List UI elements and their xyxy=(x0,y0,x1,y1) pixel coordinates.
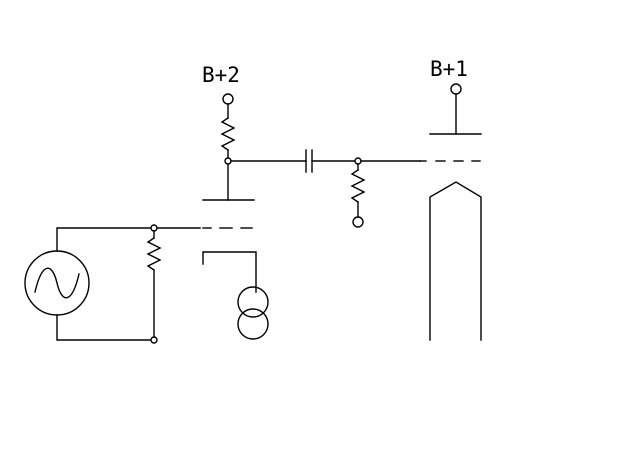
current-source xyxy=(237,286,269,340)
supply-label-b1: B+1 xyxy=(430,57,468,81)
junction-node xyxy=(150,336,158,344)
junction-node xyxy=(150,224,158,232)
tube1-cathode xyxy=(202,251,257,293)
sine-wave-icon xyxy=(34,267,80,299)
junction-node xyxy=(354,157,362,165)
wire xyxy=(56,227,152,252)
input-resistor xyxy=(146,237,162,271)
terminal-b1-node xyxy=(450,83,462,95)
supply-terminal-b1: B+1 xyxy=(430,57,468,135)
supply-terminal-b2: B+2 xyxy=(202,63,240,119)
current-source-ring xyxy=(237,286,269,318)
grid-leak-resistor xyxy=(350,169,366,203)
current-source-ring xyxy=(237,308,269,340)
plate-resistor xyxy=(220,117,236,151)
ac-signal-source xyxy=(24,250,90,316)
supply-label-b2: B+2 xyxy=(202,63,240,87)
grid-leak-terminal xyxy=(352,216,364,228)
triode-2 xyxy=(419,133,482,341)
coupling-capacitor xyxy=(305,149,313,173)
triode-1 xyxy=(202,163,257,293)
terminal-b2-node xyxy=(222,93,234,105)
wire xyxy=(56,314,152,341)
tube2-cathode xyxy=(429,181,482,341)
junction-node xyxy=(224,157,232,165)
